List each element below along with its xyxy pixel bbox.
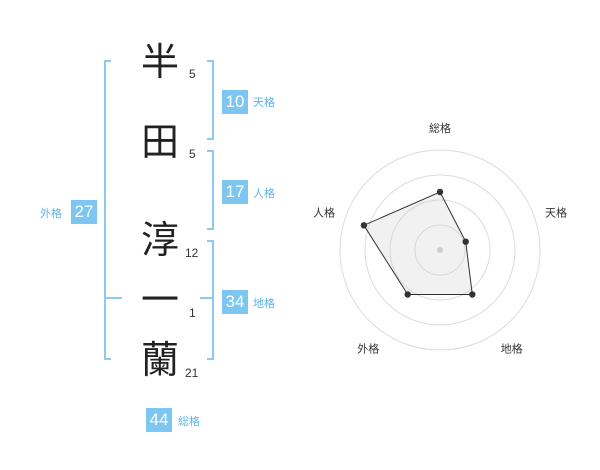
tenkaku-value-badge: 10	[222, 90, 248, 114]
jinkaku-label: 人格	[253, 187, 275, 200]
stroke-count-5: 21	[185, 366, 199, 380]
name-char-1: 半	[140, 40, 179, 84]
radar-center-dot	[437, 247, 443, 253]
radar-point-地格	[469, 291, 476, 298]
chikaku-divider-tick	[200, 297, 214, 299]
radar-axis-label-2: 地格	[501, 342, 523, 356]
tenkaku-label: 天格	[253, 96, 275, 109]
gaikaku-value-badge: 27	[71, 200, 97, 224]
stroke-count-4: 1	[189, 306, 196, 320]
jinkaku-bracket	[207, 150, 214, 230]
radar-axis-label-1: 天格	[545, 205, 567, 219]
radar-point-天格	[462, 238, 469, 245]
name-char-2: 田	[140, 120, 179, 164]
radar-ring-3	[364, 174, 516, 326]
stroke-count-1: 5	[189, 67, 196, 81]
radar-points	[360, 188, 476, 298]
name-char-4: 一	[140, 278, 179, 322]
stroke-count-2: 5	[189, 147, 196, 161]
gaikaku-divider-tick	[104, 297, 122, 299]
gaikaku-label: 外格	[40, 207, 62, 220]
radar-ring-1	[414, 224, 466, 276]
tenkaku-bracket	[207, 60, 214, 140]
radar-polygon-group	[363, 191, 473, 295]
stroke-count-3: 12	[185, 246, 199, 260]
name-char-5: 蘭	[140, 338, 179, 382]
chikaku-bracket	[207, 240, 214, 360]
soukaku-label: 総格	[178, 415, 200, 428]
gaikaku-bracket	[104, 60, 111, 360]
radar-axis-label-0: 総格	[429, 121, 451, 135]
radar-ring-4	[339, 149, 541, 351]
radar-axis-label-4: 人格	[313, 205, 335, 219]
radar-point-総格	[436, 188, 444, 196]
radar-point-外格	[404, 291, 411, 298]
chikaku-label: 地格	[253, 297, 275, 310]
soukaku-value-badge: 44	[146, 408, 172, 432]
radar-rings	[339, 149, 541, 351]
radar-point-人格	[360, 222, 368, 229]
jinkaku-value-badge: 17	[222, 180, 248, 204]
name-char-3: 淳	[140, 218, 179, 262]
radar-axis-label-3: 外格	[357, 342, 379, 356]
radar-ring-2	[389, 199, 491, 301]
chikaku-value-badge: 34	[222, 290, 248, 314]
radar-polygon	[363, 191, 473, 295]
